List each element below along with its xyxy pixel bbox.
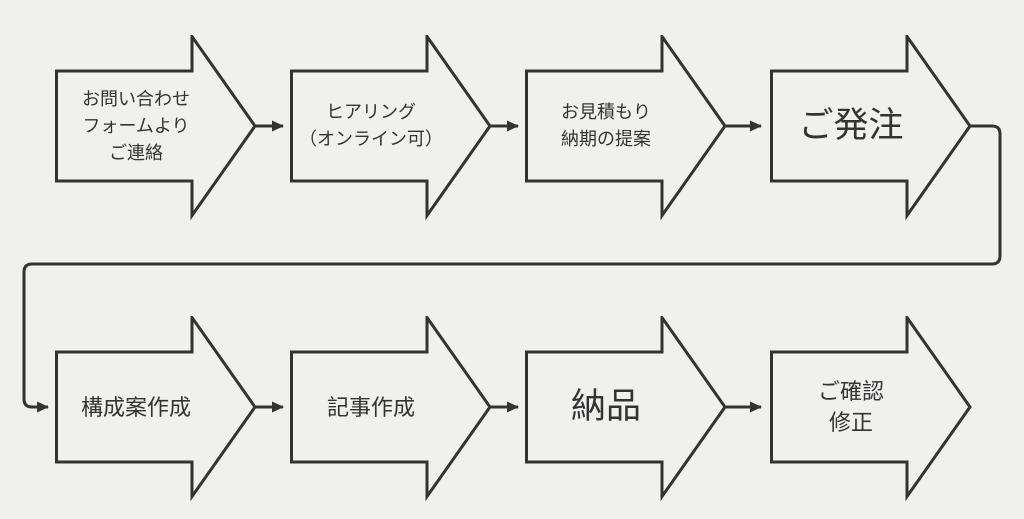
step-label-line: ご確認 xyxy=(817,379,884,404)
step-label-line: ご連絡 xyxy=(109,142,163,163)
step-label-article-writing: 記事作成 xyxy=(296,352,446,462)
step-label-review-revision: ご確認 修正 xyxy=(776,352,926,462)
step-label-line: ご発注 xyxy=(798,106,904,145)
step-label-line: 構成案作成 xyxy=(80,394,191,420)
wrap-connector-arrow-4-5 xyxy=(22,124,1002,413)
step-label-order: ご発注 xyxy=(776,71,926,181)
step-label-line: フォームより xyxy=(82,115,190,136)
step-label-line: 修正 xyxy=(828,410,873,435)
step-label-line: 納品 xyxy=(570,387,641,426)
step-label-delivery: 納品 xyxy=(531,352,681,462)
step-label-line: お問い合わせ xyxy=(82,88,190,109)
step-label-outline-creation: 構成案作成 xyxy=(61,352,211,462)
step-label-estimate: お見積もり 納期の提案 xyxy=(531,71,681,181)
step-label-line: ヒアリング xyxy=(326,102,416,122)
step-label-line: お見積もり xyxy=(561,102,651,122)
step-label-hearing: ヒアリング （オンライン可） xyxy=(296,71,446,181)
step-label-line: 記事作成 xyxy=(326,394,415,420)
step-label-contact-form: お問い合わせ フォームより ご連絡 xyxy=(61,71,211,181)
step-label-line: （オンライン可） xyxy=(299,129,443,149)
step-label-line: 納期の提案 xyxy=(561,129,651,149)
